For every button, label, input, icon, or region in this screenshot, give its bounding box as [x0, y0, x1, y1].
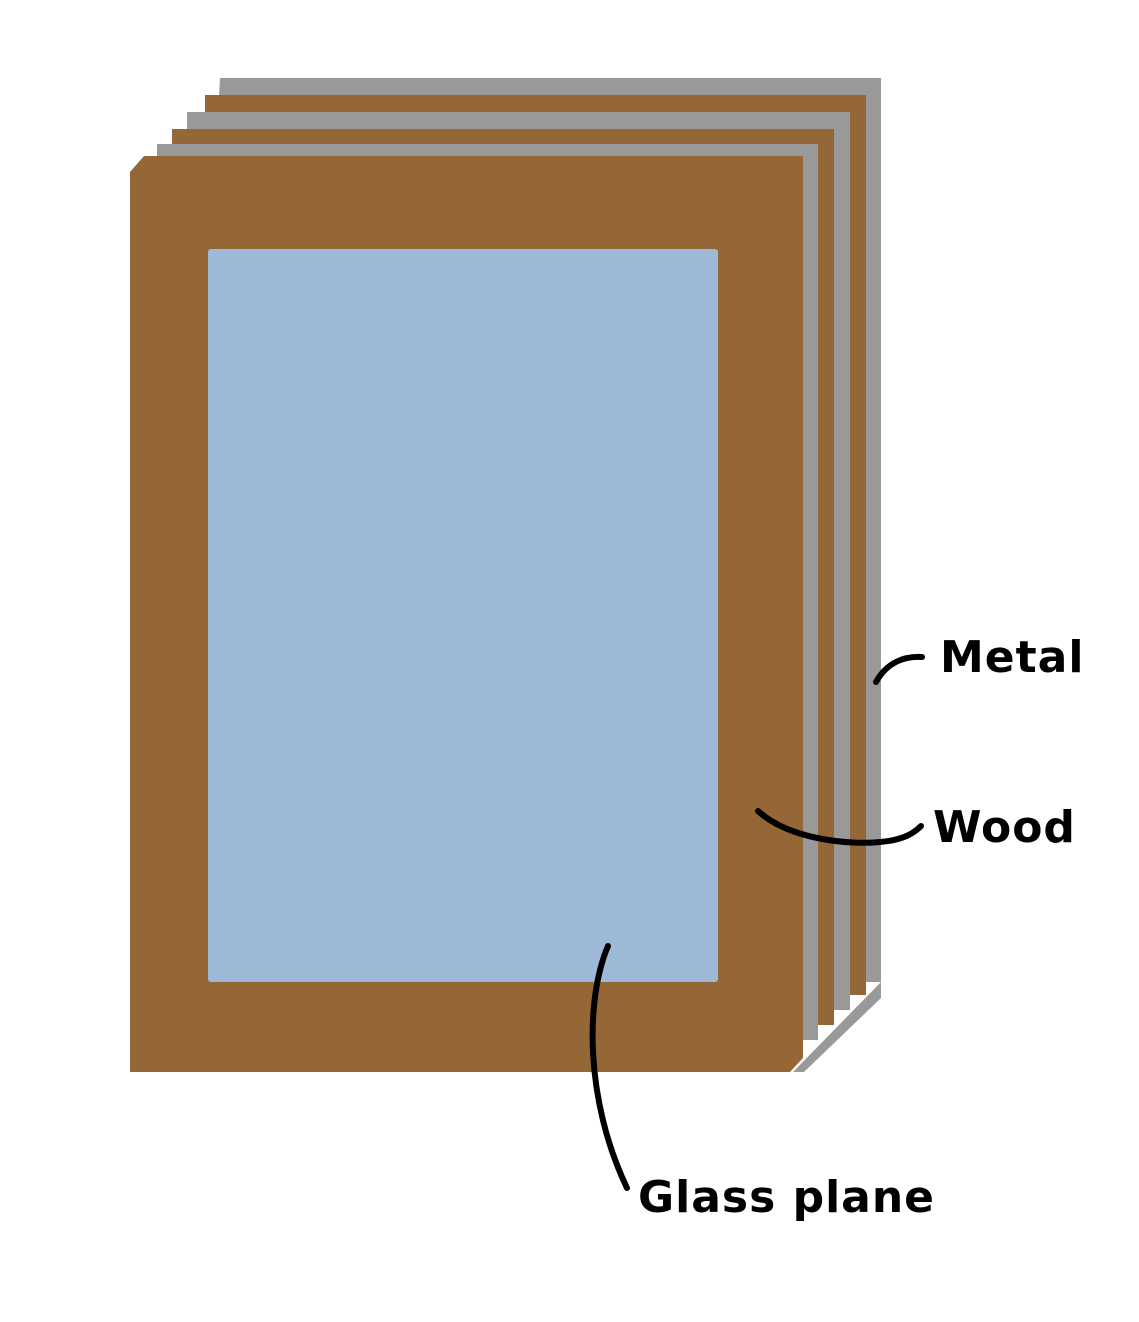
corner-bevel — [793, 982, 881, 1072]
glass-plane-label: Glass plane — [638, 1172, 935, 1223]
wood-label: Wood — [933, 802, 1076, 853]
glass-leader-line — [589, 943, 630, 1191]
metal-label: Metal — [940, 632, 1084, 683]
window-stack — [130, 78, 881, 1072]
glass-pane — [208, 249, 718, 982]
metal-leader-line — [873, 653, 925, 685]
wood-leader-line — [755, 808, 924, 846]
